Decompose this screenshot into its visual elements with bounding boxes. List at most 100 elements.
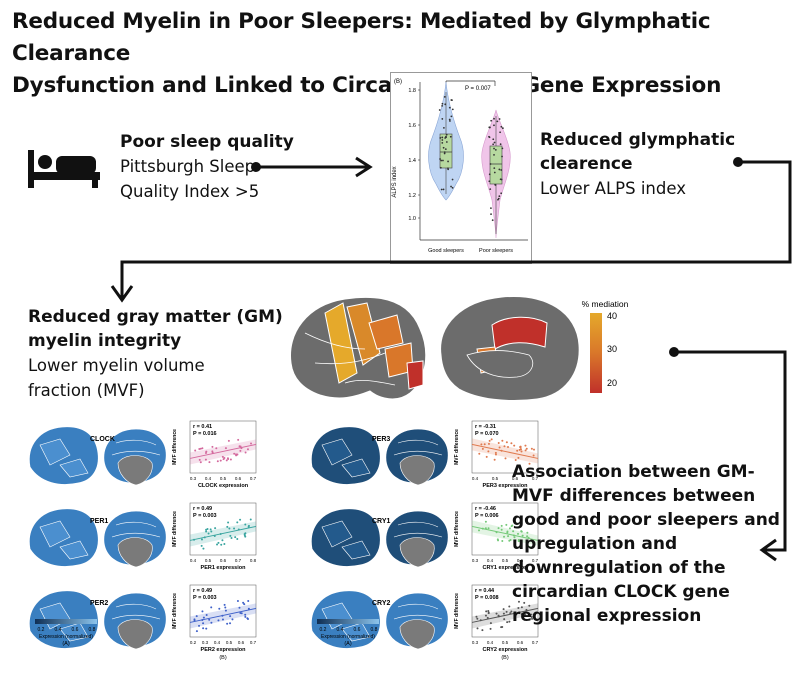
scatter-point <box>210 606 213 609</box>
scatter-point <box>497 527 500 530</box>
scatter-xtick: 0.7 <box>250 640 257 645</box>
scatter-point <box>250 442 253 445</box>
violin-point <box>500 178 503 181</box>
violin-point <box>498 168 501 171</box>
violin-point <box>494 148 497 151</box>
violin-point <box>448 106 451 109</box>
scatter-point <box>486 616 489 619</box>
sleep-line2: Quality Index >5 <box>120 182 260 201</box>
scatter-point <box>228 527 231 530</box>
scatter-point <box>201 447 204 450</box>
association-line2: MVF differences between <box>512 486 756 506</box>
violin-point <box>442 159 444 162</box>
mediation-legend-title: % mediation <box>582 299 629 309</box>
scatter-point <box>526 535 529 538</box>
brain-medial-view <box>440 295 580 401</box>
violin-point <box>442 188 445 191</box>
scatter-point <box>208 461 211 464</box>
scatter-point <box>234 536 237 539</box>
scatter-point <box>221 539 224 542</box>
scatter-point <box>480 443 483 446</box>
scatter-point <box>223 543 226 546</box>
violin-point <box>450 185 452 188</box>
scatter-point <box>202 547 205 550</box>
scatter-point <box>229 622 232 625</box>
scatter-point <box>215 447 218 450</box>
scatter-xtick: 0.5 <box>205 558 212 563</box>
violin-point <box>444 137 447 139</box>
expression-tick: 0.8 <box>89 627 96 633</box>
scatter-point <box>506 621 509 624</box>
scatter-point <box>484 520 487 523</box>
scatter-point <box>195 630 198 633</box>
scatter-point <box>194 449 197 452</box>
violin-point <box>441 102 444 105</box>
violin-point <box>500 125 503 128</box>
scatter-ylabel: MVF difference <box>454 593 460 629</box>
scatter-point <box>521 534 524 537</box>
scatter-point <box>498 446 501 449</box>
scatter-point <box>199 461 202 464</box>
scatter-point <box>510 610 513 613</box>
mediation-tick-40: 40 <box>607 311 617 321</box>
scatter-point <box>487 612 490 615</box>
panel-a-label: (A) <box>344 641 352 647</box>
scatter-point <box>505 523 508 526</box>
sleep-heading: Poor sleep quality <box>120 132 294 152</box>
scatter-point <box>240 447 243 450</box>
scatter-xtick: 0.3 <box>190 476 197 481</box>
scatter-point <box>247 600 250 602</box>
scatter-point <box>517 606 520 609</box>
scatter-xtick: 0.5 <box>492 476 499 481</box>
scatter-point <box>500 449 503 452</box>
scatter-point <box>530 447 533 450</box>
violin-yticks: 1.81.61.41.21.0 <box>408 88 420 222</box>
scatter-point <box>505 441 508 444</box>
scatter-point <box>525 447 528 450</box>
scatter-point <box>247 607 250 610</box>
scatter-point <box>520 530 523 533</box>
scatter-point <box>512 530 515 533</box>
association-line6: circardian CLOCK gene <box>512 582 730 602</box>
violin-point <box>488 173 491 176</box>
scatter-point <box>487 442 490 445</box>
scatter-point <box>219 533 222 536</box>
scatter-point <box>211 445 214 448</box>
violin-point <box>450 115 453 118</box>
scatter-point <box>500 626 503 629</box>
scatter-point <box>520 606 523 609</box>
violin-point <box>447 167 449 170</box>
scatter-point <box>221 618 224 621</box>
scatter-point <box>493 458 496 461</box>
violin-point <box>493 147 495 150</box>
scatter-r: r = -0.46 <box>475 506 496 512</box>
scatter-point <box>205 627 208 630</box>
scatter-ylabel: MVF difference <box>172 511 178 547</box>
scatter-point <box>231 618 234 621</box>
scatter-xtick: 0.6 <box>517 558 524 563</box>
scatter-point <box>199 447 202 450</box>
scatter-point <box>487 609 490 612</box>
scatter-point <box>223 603 226 606</box>
scatter-point <box>210 621 213 624</box>
scatter-point <box>515 526 518 529</box>
violin-point <box>494 184 497 186</box>
scatter-point <box>494 453 497 456</box>
scatter-xtick: 0.5 <box>502 640 509 645</box>
scatter-point <box>237 528 240 531</box>
violin-point <box>440 159 443 162</box>
scatter-fit-line <box>189 525 257 541</box>
scatter-point <box>484 527 487 530</box>
scatter-point <box>517 600 520 603</box>
scatter-point <box>244 615 247 618</box>
expression-tick: 0.8 <box>371 627 378 633</box>
violin-point <box>439 166 442 169</box>
scatter-point <box>513 444 516 447</box>
scatter-xtick: 0.8 <box>250 558 257 563</box>
scatter-p: P = 0.008 <box>475 595 499 601</box>
violin-point <box>493 124 495 127</box>
scatter-xlabel: PER2 expression <box>201 647 247 653</box>
violin-ytick-label: 1.2 <box>408 193 416 199</box>
scatter-point <box>501 540 504 543</box>
